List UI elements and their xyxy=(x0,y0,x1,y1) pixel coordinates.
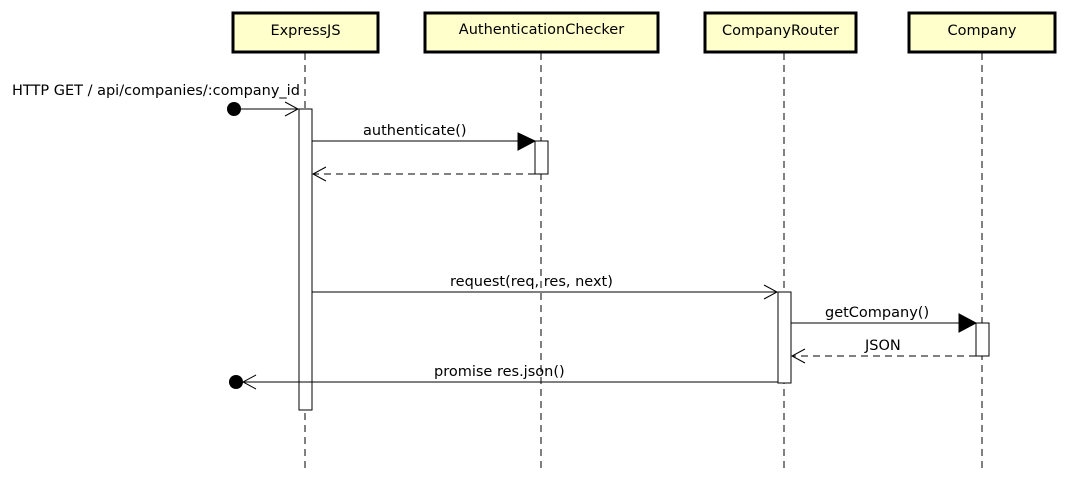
filled-arrowhead-icon xyxy=(517,132,537,151)
lifeline-auth-label: AuthenticationChecker xyxy=(459,22,624,38)
lifeline-company-label: Company xyxy=(948,23,1017,39)
open-arrowhead-icon xyxy=(311,166,327,182)
activation-router xyxy=(777,291,792,384)
lifeline-router: CompanyRouter xyxy=(703,11,858,54)
lifeline-express: ExpressJS xyxy=(231,11,380,54)
lifeline-company: Company xyxy=(907,11,1057,54)
message-authenticate: authenticate() xyxy=(312,123,537,151)
lifeline-auth: AuthenticationChecker xyxy=(423,11,660,54)
message-request-label: request(req, res, next) xyxy=(450,274,613,290)
message-json-return: JSON xyxy=(790,338,976,364)
message-get-company: getCompany() xyxy=(791,305,978,333)
message-authenticate-label: authenticate() xyxy=(363,123,467,139)
message-auth-return xyxy=(311,166,535,182)
open-arrowhead-icon xyxy=(284,101,300,117)
lifeline-express-label: ExpressJS xyxy=(270,23,340,39)
message-request: request(req, res, next) xyxy=(312,274,779,300)
activation-auth xyxy=(534,140,549,175)
lost-message-end-dot xyxy=(229,375,243,389)
message-get-company-label: getCompany() xyxy=(825,305,929,321)
message-promise-json: promise res.json() xyxy=(229,364,778,390)
message-http-get-label: HTTP GET / api/companies/:company_id xyxy=(12,83,300,99)
message-json-return-label: JSON xyxy=(864,338,901,354)
filled-arrowhead-icon xyxy=(958,313,978,333)
message-http-get: HTTP GET / api/companies/:company_id xyxy=(12,83,300,117)
open-arrowhead-icon xyxy=(763,284,779,300)
lifeline-router-label: CompanyRouter xyxy=(722,23,839,39)
activation-company xyxy=(975,322,990,357)
activation-express xyxy=(298,108,313,411)
message-promise-json-label: promise res.json() xyxy=(434,364,565,380)
open-arrowhead-icon xyxy=(790,348,806,364)
